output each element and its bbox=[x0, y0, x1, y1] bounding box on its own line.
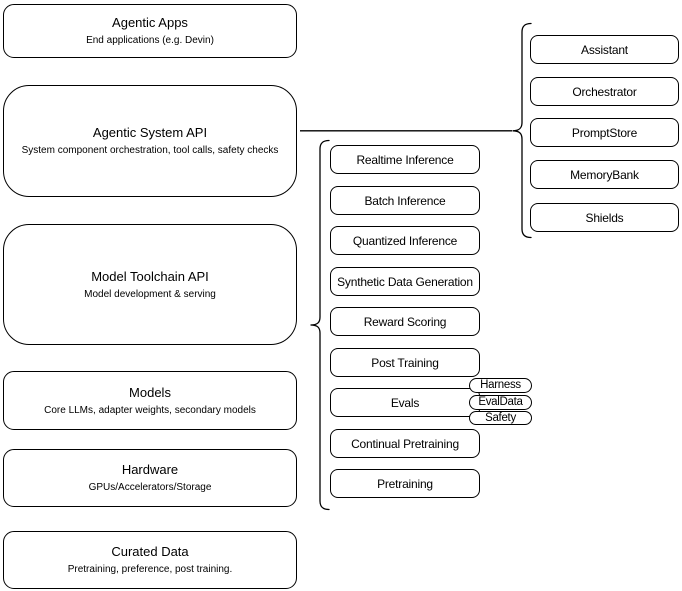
node-agentic-apps: Agentic Apps End applications (e.g. Devi… bbox=[3, 4, 297, 58]
node-evals-evaldata: EvalData bbox=[469, 395, 532, 410]
node-label: Pretraining bbox=[377, 476, 433, 491]
node-memorybank: MemoryBank bbox=[530, 160, 679, 189]
node-title: Agentic Apps bbox=[112, 15, 188, 30]
node-subtitle: Model development & serving bbox=[84, 288, 216, 300]
node-synthetic-data-generation: Synthetic Data Generation bbox=[330, 267, 480, 296]
node-assistant: Assistant bbox=[530, 35, 679, 64]
node-label: Batch Inference bbox=[364, 193, 446, 208]
node-quantized-inference: Quantized Inference bbox=[330, 226, 480, 255]
node-label: Evals bbox=[390, 395, 420, 410]
node-label: Continual Pretraining bbox=[351, 436, 459, 451]
node-models: Models Core LLMs, adapter weights, secon… bbox=[3, 371, 297, 430]
node-label: Post Training bbox=[371, 355, 439, 370]
node-subtitle: Pretraining, preference, post training. bbox=[67, 564, 233, 575]
node-title: Model Toolchain API bbox=[91, 268, 209, 284]
node-model-toolchain-api: Model Toolchain API Model development & … bbox=[3, 224, 297, 345]
node-evals-harness: Harness bbox=[469, 378, 532, 393]
node-reward-scoring: Reward Scoring bbox=[330, 307, 480, 336]
node-pretraining: Pretraining bbox=[330, 469, 480, 498]
node-label: Reward Scoring bbox=[363, 314, 447, 329]
node-subtitle: GPUs/Accelerators/Storage bbox=[88, 482, 212, 493]
node-post-training: Post Training bbox=[330, 348, 480, 377]
node-subtitle: Core LLMs, adapter weights, secondary mo… bbox=[44, 404, 256, 416]
node-continual-pretraining: Continual Pretraining bbox=[330, 429, 480, 458]
node-title: Hardware bbox=[121, 462, 179, 477]
node-curated-data: Curated Data Pretraining, preference, po… bbox=[3, 531, 297, 589]
node-promptstore: PromptStore bbox=[530, 118, 679, 147]
tag-label: Safety bbox=[485, 411, 516, 424]
node-subtitle: System component orchestration, tool cal… bbox=[21, 145, 279, 156]
node-batch-inference: Batch Inference bbox=[330, 186, 480, 215]
node-orchestrator: Orchestrator bbox=[530, 77, 679, 106]
node-evals: Evals bbox=[330, 388, 480, 417]
node-label: PromptStore bbox=[571, 125, 638, 140]
tag-label: Harness bbox=[480, 379, 521, 391]
node-label: Assistant bbox=[581, 42, 628, 57]
node-label: Quantized Inference bbox=[352, 233, 458, 248]
node-label: MemoryBank bbox=[570, 167, 639, 182]
node-label: Shields bbox=[585, 210, 624, 225]
node-hardware: Hardware GPUs/Accelerators/Storage bbox=[3, 449, 297, 507]
node-title: Models bbox=[129, 384, 171, 400]
node-realtime-inference: Realtime Inference bbox=[330, 145, 480, 174]
toolchain-group-brace bbox=[310, 139, 330, 511]
node-title: Curated Data bbox=[111, 544, 189, 559]
node-label: Orchestrator bbox=[572, 84, 637, 99]
node-agentic-system-api: Agentic System API System component orch… bbox=[3, 85, 297, 197]
node-evals-safety: Safety bbox=[469, 411, 532, 425]
node-label: Realtime Inference bbox=[356, 152, 454, 167]
node-shields: Shields bbox=[530, 203, 679, 232]
node-label: Synthetic Data Generation bbox=[337, 274, 473, 289]
node-title: Agentic System API bbox=[92, 125, 208, 140]
components-group-brace bbox=[512, 22, 532, 239]
tag-label: EvalData bbox=[478, 396, 523, 408]
node-subtitle: End applications (e.g. Devin) bbox=[86, 35, 214, 46]
